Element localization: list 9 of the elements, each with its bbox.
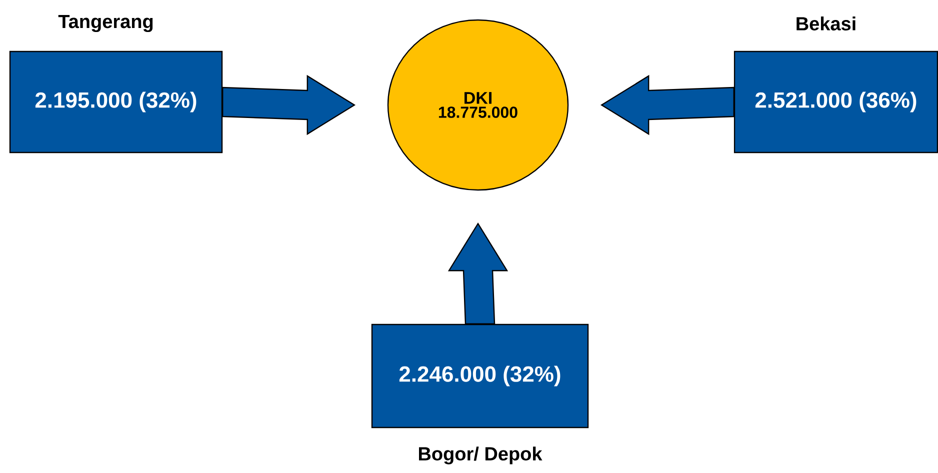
value-box: 2.521.000 (36%) xyxy=(734,50,938,154)
region-label: Tangerang xyxy=(58,14,153,32)
region-label: Bekasi xyxy=(796,16,856,30)
block-arrow xyxy=(222,74,356,136)
value-box: 2.246.000 (32%) xyxy=(371,324,589,428)
block-arrow xyxy=(448,222,508,324)
block-arrow xyxy=(600,74,734,136)
value-box: 2.195.000 (32%) xyxy=(9,50,223,154)
region-label: Bogor/ Depok xyxy=(419,446,542,464)
